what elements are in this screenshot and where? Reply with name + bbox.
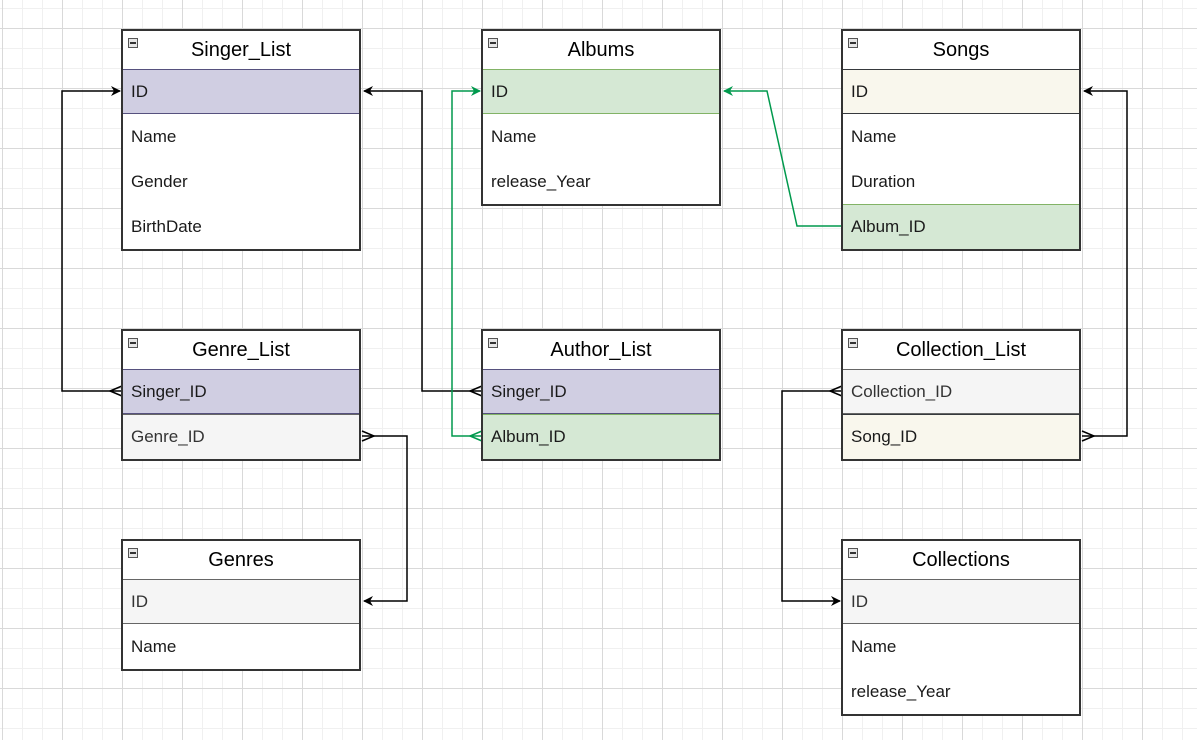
table-title: Collection_List xyxy=(895,338,1027,361)
field-row[interactable]: release_Year xyxy=(843,669,1079,714)
table-albums[interactable]: Albums ID Name release_Year xyxy=(481,29,721,206)
collapse-icon[interactable] xyxy=(488,38,498,48)
table-header[interactable]: Genres xyxy=(123,541,359,579)
collapse-icon[interactable] xyxy=(128,338,138,348)
collapse-icon[interactable] xyxy=(848,38,858,48)
collapse-icon[interactable] xyxy=(848,548,858,558)
table-header[interactable]: Collection_List xyxy=(843,331,1079,369)
field-row[interactable]: Album_ID xyxy=(483,414,719,459)
relation-genre-list-singer[interactable] xyxy=(61,86,123,397)
table-title: Albums xyxy=(567,38,635,61)
relation-author-list-album[interactable] xyxy=(451,86,483,442)
table-header[interactable]: Albums xyxy=(483,31,719,69)
table-title: Author_List xyxy=(550,338,652,361)
field-row[interactable]: Name xyxy=(843,114,1079,159)
field-row[interactable]: Name xyxy=(123,624,359,669)
field-row[interactable]: ID xyxy=(123,579,359,624)
table-header[interactable]: Songs xyxy=(843,31,1079,69)
field-row[interactable]: Name xyxy=(843,624,1079,669)
table-title: Genre_List xyxy=(192,338,290,361)
field-row[interactable]: Singer_ID xyxy=(123,369,359,414)
table-header[interactable]: Author_List xyxy=(483,331,719,369)
table-genres[interactable]: Genres ID Name xyxy=(121,539,361,671)
table-header[interactable]: Genre_List xyxy=(123,331,359,369)
field-row[interactable]: release_Year xyxy=(483,159,719,204)
field-row[interactable]: Name xyxy=(483,114,719,159)
relation-songs-album[interactable] xyxy=(723,86,842,227)
relation-author-list-singer[interactable] xyxy=(363,86,483,397)
field-row[interactable]: Genre_ID xyxy=(123,414,359,459)
collapse-icon[interactable] xyxy=(128,548,138,558)
field-row[interactable]: Gender xyxy=(123,159,359,204)
table-title: Singer_List xyxy=(190,38,292,61)
table-title: Collections xyxy=(912,548,1010,571)
field-row[interactable]: Singer_ID xyxy=(483,369,719,414)
table-author-list[interactable]: Author_List Singer_ID Album_ID xyxy=(481,329,721,461)
table-collection-list[interactable]: Collection_List Collection_ID Song_ID xyxy=(841,329,1081,461)
field-row[interactable]: Collection_ID xyxy=(843,369,1079,414)
table-collections[interactable]: Collections ID Name release_Year xyxy=(841,539,1081,716)
field-row[interactable]: Album_ID xyxy=(843,204,1079,249)
field-row[interactable]: BirthDate xyxy=(123,204,359,249)
table-songs[interactable]: Songs ID Name Duration Album_ID xyxy=(841,29,1081,251)
table-header[interactable]: Collections xyxy=(843,541,1079,579)
table-singer-list[interactable]: Singer_List ID Name Gender BirthDate xyxy=(121,29,361,251)
field-row[interactable]: Song_ID xyxy=(843,414,1079,459)
field-row[interactable]: ID xyxy=(843,579,1079,624)
collapse-icon[interactable] xyxy=(848,338,858,348)
relation-collection-list-collection[interactable] xyxy=(781,385,843,606)
field-row[interactable]: Duration xyxy=(843,159,1079,204)
table-title: Songs xyxy=(932,38,990,61)
field-row[interactable]: Name xyxy=(123,114,359,159)
relation-genre-list-genre[interactable] xyxy=(361,430,408,606)
collapse-icon[interactable] xyxy=(488,338,498,348)
table-genre-list[interactable]: Genre_List Singer_ID Genre_ID xyxy=(121,329,361,461)
table-header[interactable]: Singer_List xyxy=(123,31,359,69)
relation-collection-list-song[interactable] xyxy=(1081,86,1128,442)
collapse-icon[interactable] xyxy=(128,38,138,48)
table-title: Genres xyxy=(208,548,274,571)
field-row[interactable]: ID xyxy=(843,69,1079,114)
field-row[interactable]: ID xyxy=(483,69,719,114)
field-row[interactable]: ID xyxy=(123,69,359,114)
